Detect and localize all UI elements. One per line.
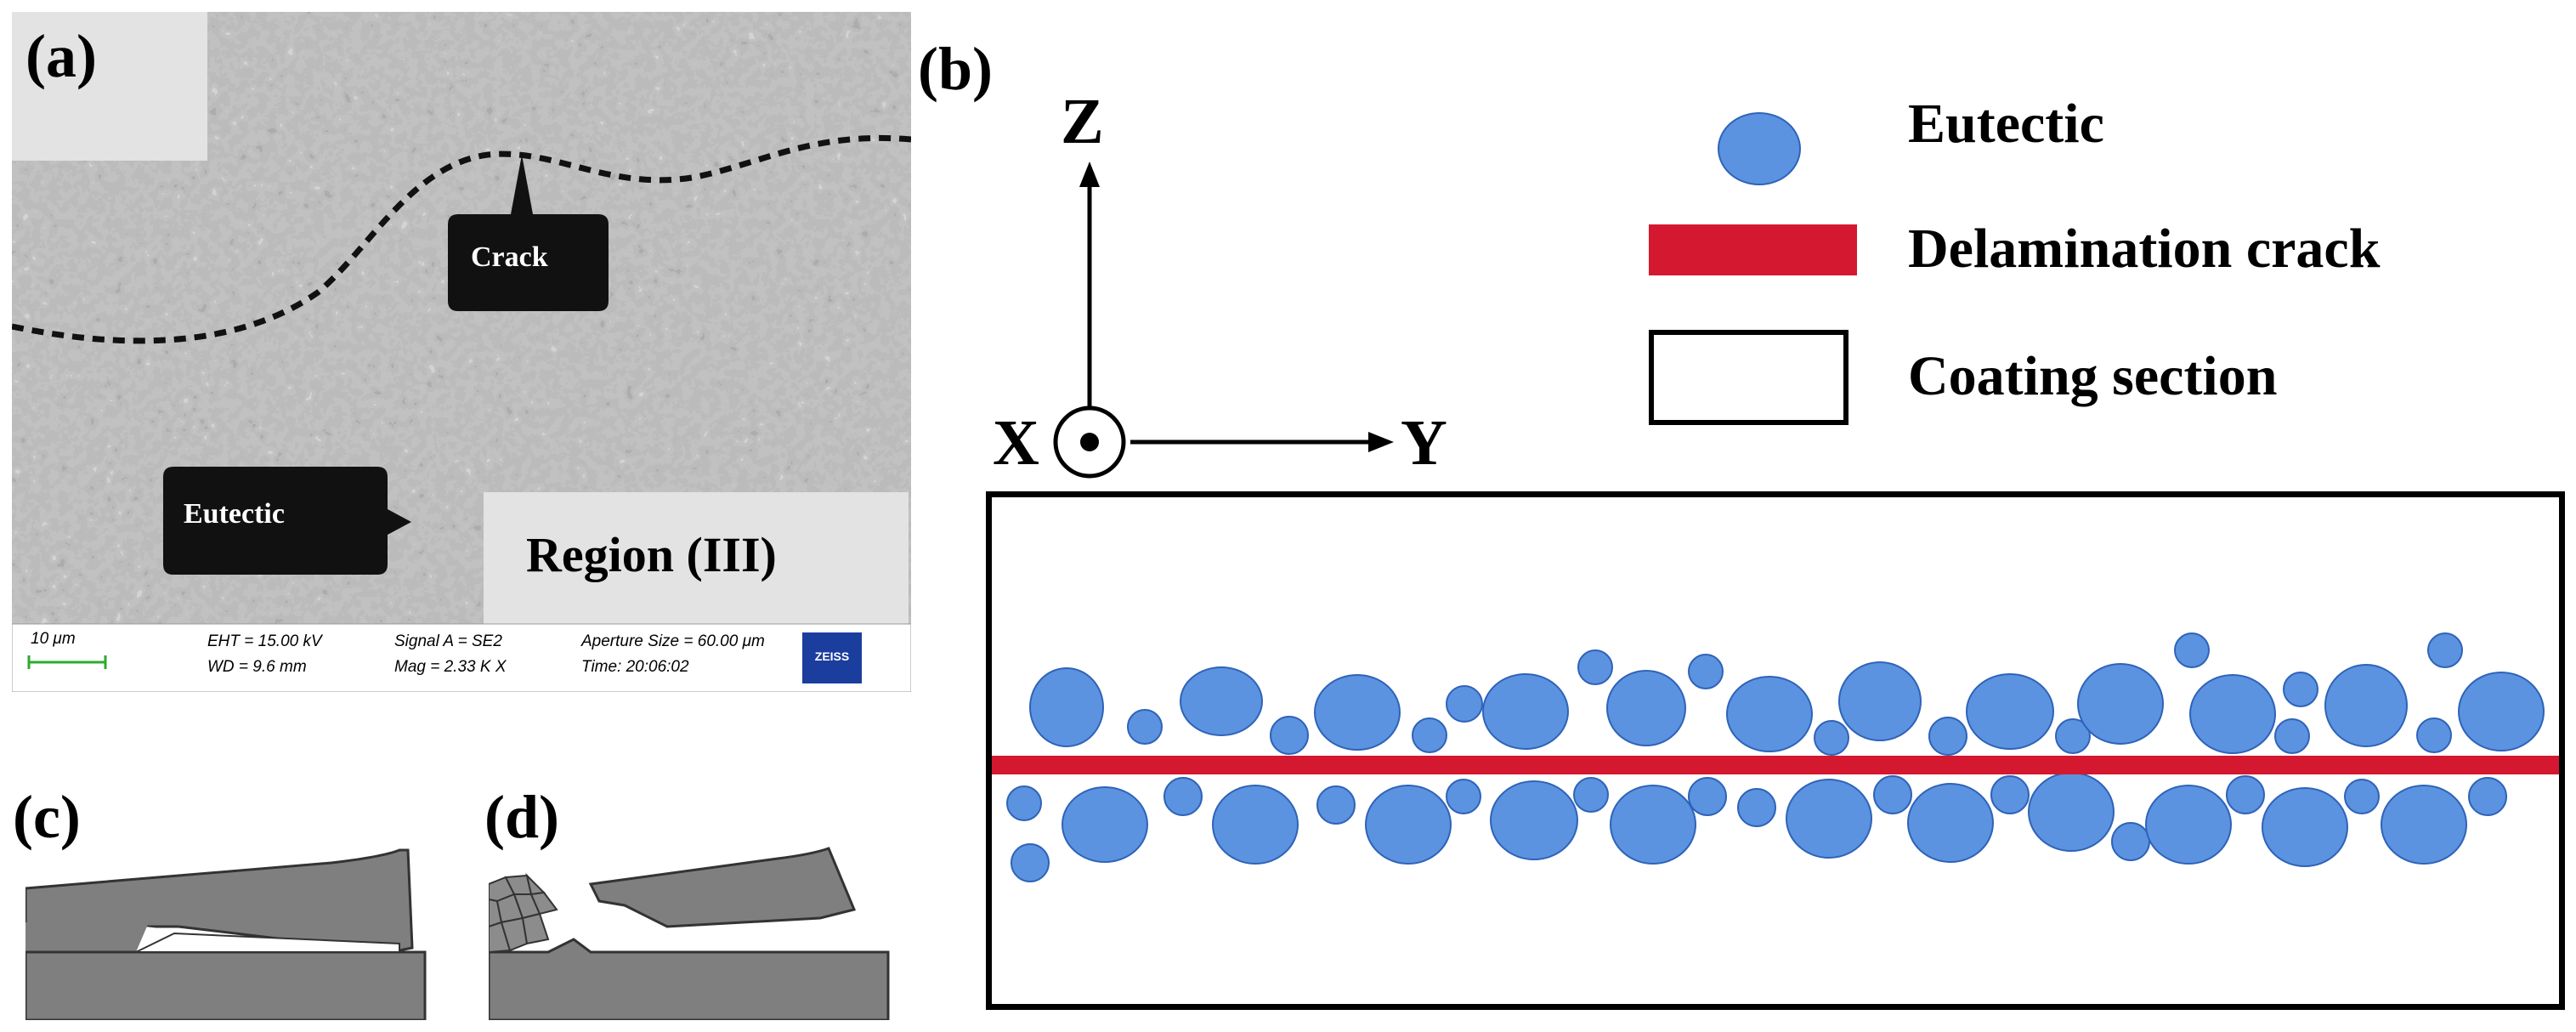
sem-micrograph-panel: Crack Eutectic Region (III) 10 μm EHT = … xyxy=(12,12,911,692)
label-background-a xyxy=(12,12,207,161)
lower-layer-c xyxy=(25,950,427,1020)
panel-label-d: (d) xyxy=(484,783,559,851)
coordinate-axes xyxy=(1053,162,1394,479)
eutectic-label: Eutectic xyxy=(184,498,285,530)
z-axis-arrowhead xyxy=(1079,162,1100,187)
eutectic-callout-box xyxy=(163,467,411,575)
x-axis-label: X xyxy=(993,407,1039,479)
legend-section-label: Coating section xyxy=(1908,345,2278,407)
zeiss-logo xyxy=(802,632,862,683)
legend-eutectic-label: Eutectic xyxy=(1908,93,2104,155)
y-axis-arrowhead xyxy=(1368,432,1394,452)
z-axis-label: Z xyxy=(1061,86,1104,157)
time-value: Time: 20:06:02 xyxy=(581,658,689,676)
coating-section-box xyxy=(986,491,2565,1010)
region-label: Region (III) xyxy=(526,527,777,582)
sem-image xyxy=(12,12,911,692)
wd-value: WD = 9.6 mm xyxy=(207,658,307,676)
scale-bar-label: 10 μm xyxy=(31,630,76,648)
aperture-value: Aperture Size = 60.00 μm xyxy=(581,632,765,650)
signal-value: Signal A = SE2 xyxy=(394,632,502,650)
legend-crack-label: Delamination crack xyxy=(1908,218,2381,280)
crack-gap-c xyxy=(135,932,400,953)
panel-label-b: (b) xyxy=(918,35,993,103)
region-label-background xyxy=(484,492,909,624)
legend-section-swatch xyxy=(1649,330,1848,425)
debris-fragments xyxy=(489,872,558,954)
zeiss-logo-text: ZEISS xyxy=(814,649,850,663)
eht-value: EHT = 15.00 kV xyxy=(207,632,322,650)
legend-eutectic-swatch xyxy=(1718,112,1801,185)
eutectic-particles xyxy=(1006,632,2545,882)
panel-label-a: (a) xyxy=(25,22,97,90)
mag-value: Mag = 2.33 K X xyxy=(394,658,507,676)
lower-layer-d xyxy=(489,938,890,1020)
upper-flake-d xyxy=(588,847,857,928)
legend-crack-swatch xyxy=(1649,224,1857,275)
y-axis-label: Y xyxy=(1401,407,1447,479)
crack-path-dashed xyxy=(12,134,911,344)
crack-schematic-d xyxy=(489,847,890,1020)
panel-label-c: (c) xyxy=(13,783,81,851)
crack-schematic-c xyxy=(25,848,427,1020)
delamination-crack-band xyxy=(992,756,2559,774)
crack-callout-box xyxy=(443,155,609,311)
crack-label: Crack xyxy=(471,241,548,273)
coating-section-drawing xyxy=(992,632,2559,882)
sem-info-bar xyxy=(12,623,911,692)
